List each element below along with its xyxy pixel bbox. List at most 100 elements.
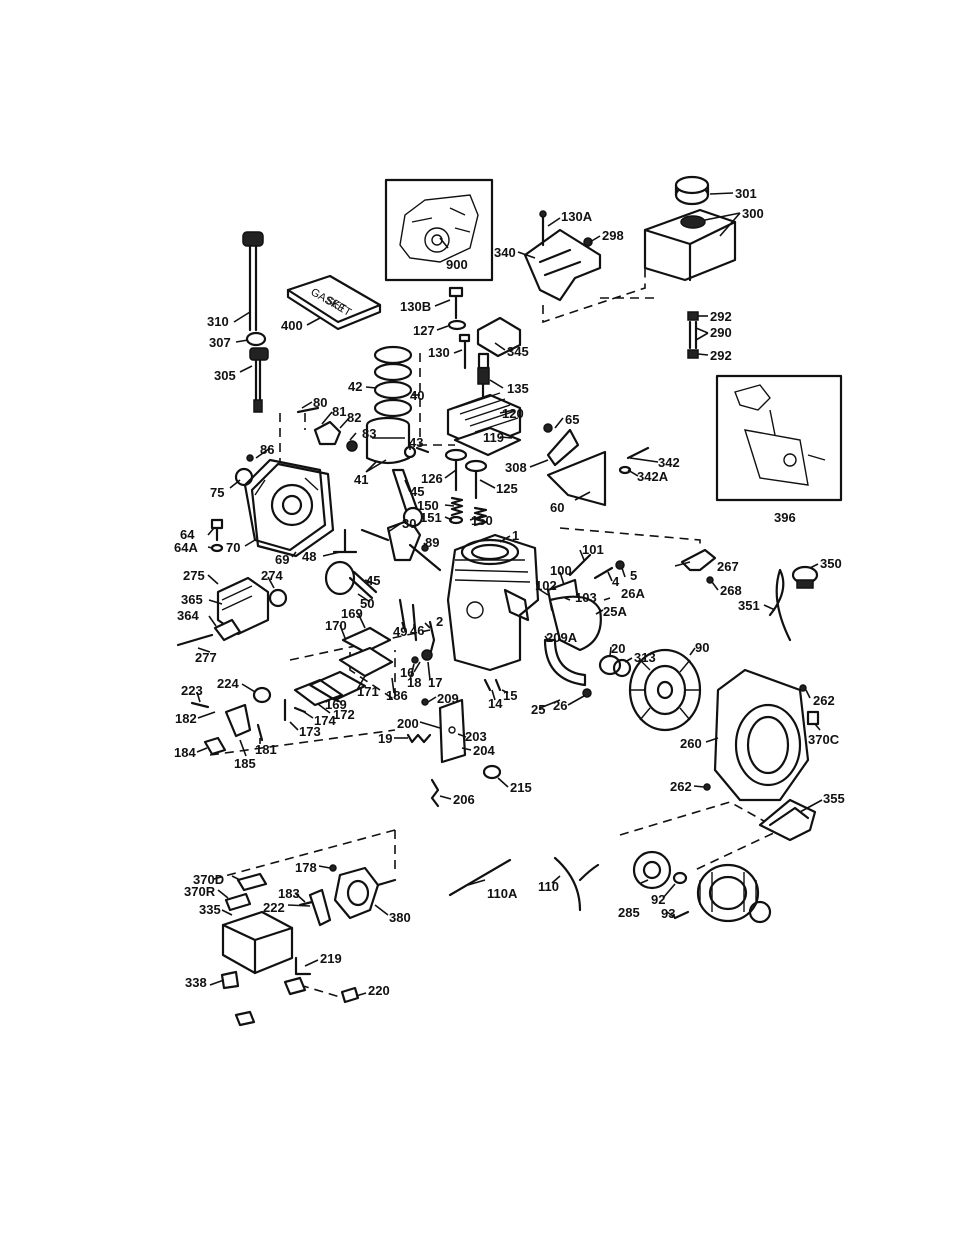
label-5: 5	[630, 568, 637, 583]
label-292a: 292	[710, 309, 732, 324]
label-224: 224	[217, 676, 239, 691]
piston-rings	[373, 345, 413, 418]
label-220: 220	[368, 983, 390, 998]
label-126: 126	[421, 471, 443, 486]
fuel-line	[687, 311, 699, 359]
label-70: 70	[226, 540, 240, 555]
spacer-171	[338, 646, 394, 678]
label-219: 219	[320, 951, 342, 966]
washer-17	[421, 649, 433, 661]
label-92: 92	[651, 892, 665, 907]
label-298: 298	[602, 228, 624, 243]
label-119: 119	[483, 430, 504, 445]
shaft-46	[411, 603, 418, 642]
breather-tube-80	[296, 406, 320, 414]
screw-86	[246, 454, 254, 462]
inset-box-396	[715, 374, 843, 502]
label-351: 351	[738, 598, 760, 613]
label-400: 400	[281, 318, 303, 333]
cylinder-block	[446, 533, 540, 672]
decal-370D	[236, 872, 268, 892]
label-150b: 150	[471, 513, 493, 528]
label-26: 26	[553, 698, 567, 713]
camshaft	[324, 560, 378, 600]
o-ring-307	[245, 331, 267, 347]
label-170: 170	[325, 618, 347, 633]
dipstick-305	[249, 347, 269, 413]
label-2: 2	[436, 614, 443, 629]
screw-48	[332, 528, 358, 554]
crankcase-cover	[243, 458, 327, 552]
switch-350	[791, 565, 819, 589]
label-75: 75	[210, 485, 224, 500]
carburetor	[333, 866, 397, 920]
label-307: 307	[209, 335, 231, 350]
label-151: 151	[420, 510, 442, 525]
label-200: 200	[397, 716, 419, 731]
piston	[365, 416, 417, 465]
label-42: 42	[348, 379, 362, 394]
label-14: 14	[488, 696, 503, 711]
label-50: 50	[360, 596, 374, 611]
decal-370R	[224, 892, 252, 912]
recoil-starter	[696, 863, 760, 923]
label-101: 101	[582, 542, 604, 557]
label-223: 223	[181, 683, 203, 698]
label-120: 120	[502, 406, 524, 421]
label-20: 20	[611, 641, 625, 656]
washer-342A	[618, 465, 632, 475]
ring-starter	[748, 900, 772, 924]
head-gasket-119	[453, 426, 522, 457]
label-290: 290	[710, 325, 732, 340]
washer-127	[447, 319, 467, 331]
label-17: 17	[428, 675, 442, 690]
label-130A: 130A	[561, 209, 593, 224]
inset-box-900	[384, 178, 494, 282]
label-178: 178	[295, 860, 317, 875]
label-222: 222	[263, 900, 285, 915]
label-15: 15	[503, 688, 517, 703]
label-184: 184	[174, 745, 196, 760]
label-69: 69	[275, 552, 289, 567]
adapter-172	[293, 678, 344, 707]
gasket-169b	[308, 670, 367, 702]
screw-277	[176, 633, 214, 647]
label-364: 364	[177, 608, 199, 623]
label-370R: 370R	[184, 884, 216, 899]
screws-14-15	[483, 678, 502, 692]
washer-92	[672, 871, 688, 885]
screw-26	[582, 688, 592, 698]
label-305: 305	[214, 368, 236, 383]
valve-spring-b	[473, 506, 488, 527]
screw-174	[283, 698, 307, 722]
bracket-222	[308, 888, 332, 927]
gasket-184	[203, 736, 227, 756]
screw-93	[673, 910, 690, 920]
label-355: 355	[823, 791, 845, 806]
gasket-set-box: GASKET SET	[286, 274, 382, 331]
label-48: 48	[302, 549, 316, 564]
label-46: 46	[410, 623, 424, 638]
label-64: 64	[180, 527, 195, 542]
label-274: 274	[261, 568, 283, 583]
lever-49	[398, 598, 407, 632]
screw-262b	[703, 783, 711, 791]
label-125: 125	[496, 481, 518, 496]
label-19: 19	[378, 731, 392, 746]
fuel-tank	[643, 208, 737, 282]
gasket-274	[268, 588, 288, 608]
valve-125	[464, 459, 488, 500]
label-345: 345	[507, 344, 529, 359]
label-186: 186	[386, 688, 408, 703]
label-43: 43	[409, 435, 423, 450]
head-bolt-130B	[448, 286, 464, 320]
label-365: 365	[181, 592, 203, 607]
label-285: 285	[618, 905, 640, 920]
label-308: 308	[505, 460, 527, 475]
label-370C: 370C	[808, 732, 840, 747]
piston-pin-43	[415, 446, 430, 454]
grommet-220	[340, 986, 360, 1004]
label-169a: 169	[341, 606, 363, 621]
label-80: 80	[313, 395, 327, 410]
